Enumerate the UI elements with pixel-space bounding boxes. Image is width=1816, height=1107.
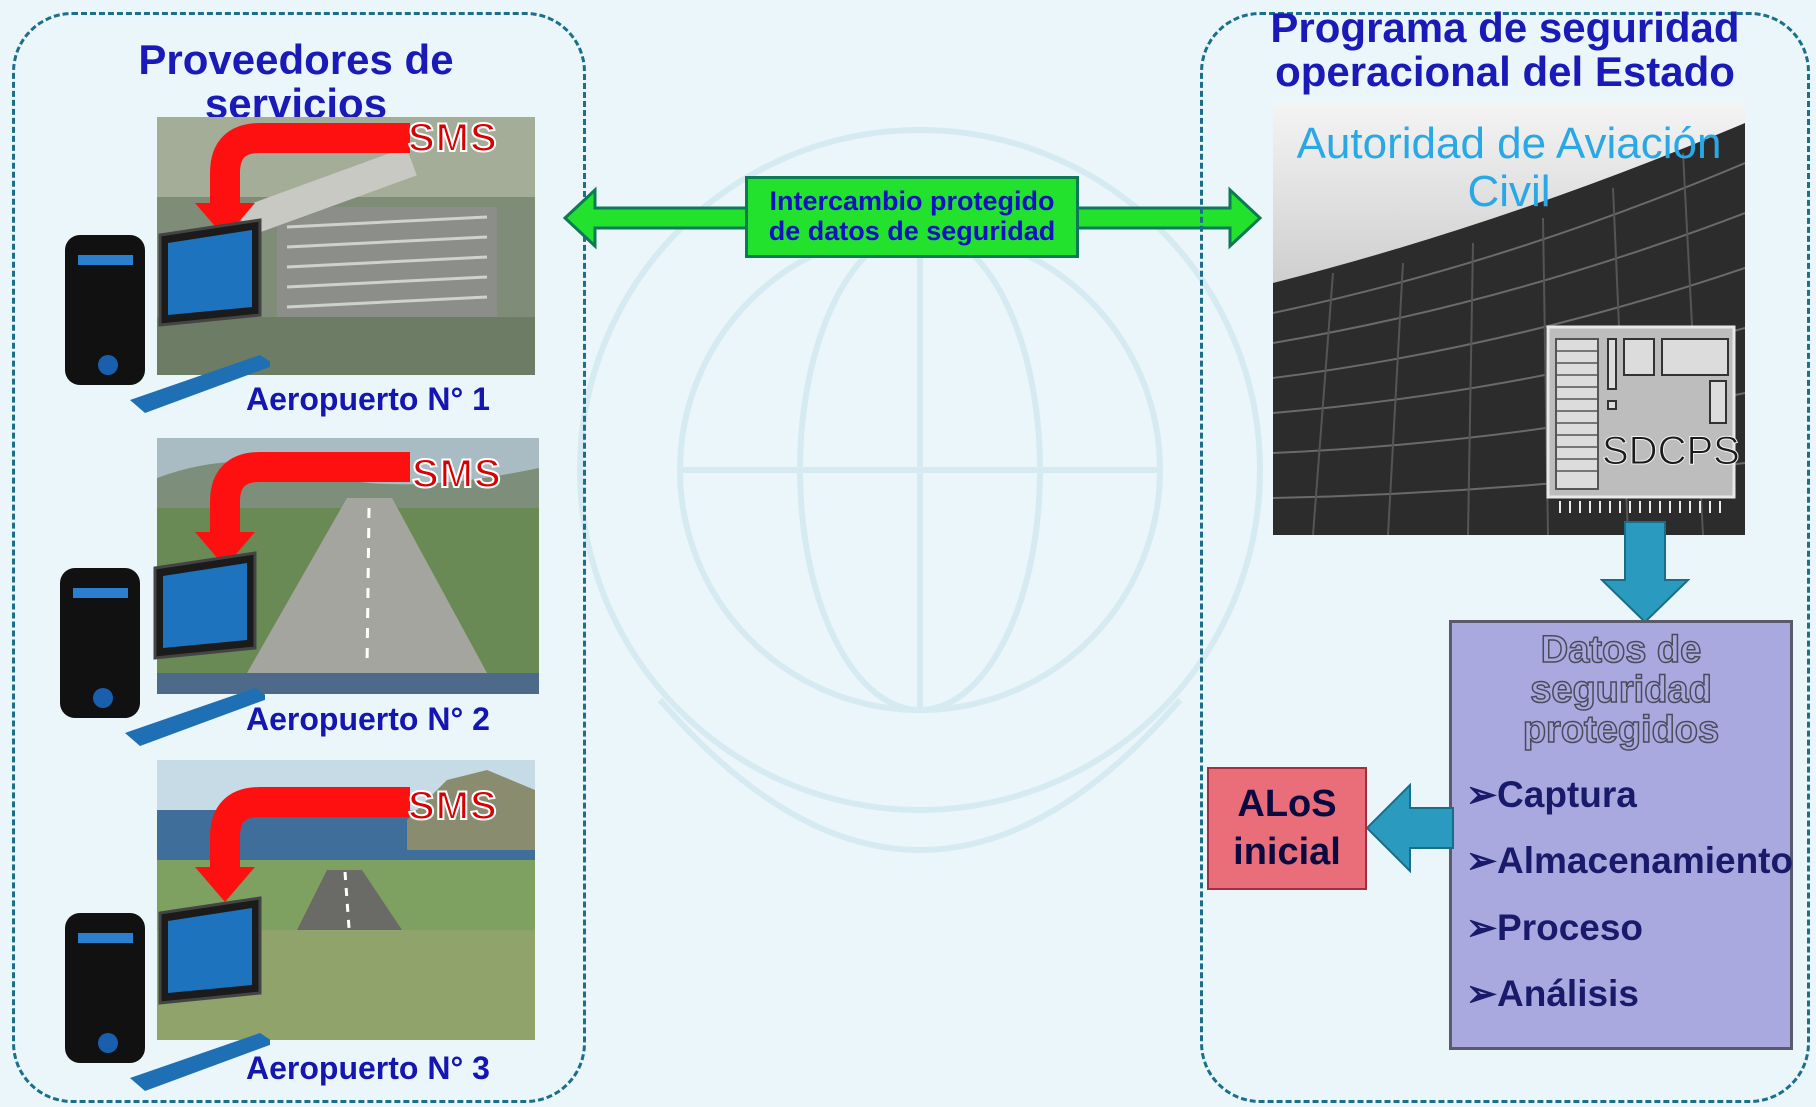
- authority-label-line-1: Autoridad de Aviación: [1296, 119, 1722, 168]
- exchange-label-line-2: de datos de seguridad: [768, 216, 1056, 246]
- state-program-region: [1200, 12, 1810, 1103]
- authority-label-line-2: Civil: [1467, 167, 1551, 217]
- state-program-title: Programa de seguridad operacional del Es…: [1255, 4, 1755, 96]
- airport-2-label: Aeropuerto N° 2: [246, 701, 490, 737]
- data-item-analysis: ➢Análisis: [1466, 973, 1639, 1014]
- authority-label: Autoridad de Aviación Civil: [1273, 119, 1745, 217]
- sms-label-1: SMS: [407, 115, 498, 161]
- exchange-label-box: Intercambio protegido de datos de seguri…: [745, 176, 1079, 258]
- service-providers-region: [12, 12, 586, 1103]
- protected-data-title-line-3: protegidos: [1522, 708, 1720, 751]
- data-item-storage-label: Almacenamiento: [1497, 840, 1794, 881]
- sdcps-chip: SDCPS: [1546, 325, 1741, 515]
- computer-icon-3: [65, 896, 270, 1091]
- protected-data-title-line-2: seguridad: [1529, 668, 1712, 711]
- alos-box: ALoS inicial: [1207, 767, 1367, 890]
- sdcps-label: SDCPS: [1602, 429, 1741, 474]
- sms-label-3: SMS: [407, 783, 498, 829]
- watermark-emblem: [577, 127, 1263, 853]
- airport-1-label: Aeropuerto N° 1: [246, 381, 490, 417]
- data-item-storage: ➢Almacenamiento: [1466, 840, 1794, 881]
- down-flow-arrow: [1600, 521, 1690, 624]
- alos-line-2: inicial: [1233, 830, 1341, 873]
- sms-arrow-2: [195, 452, 410, 567]
- sms-label-2: SMS: [411, 451, 502, 497]
- alos-line-1: ALoS: [1237, 783, 1337, 825]
- exchange-label-line-1: Intercambio protegido: [769, 186, 1055, 217]
- protected-data-panel: Datos de seguridad protegidos ➢Captura ➢…: [1449, 620, 1793, 1050]
- computer-icon-1: [65, 218, 270, 413]
- data-item-process: ➢Proceso: [1466, 907, 1644, 948]
- data-item-capture-label: Captura: [1497, 774, 1637, 815]
- computer-icon-2: [60, 551, 265, 746]
- data-item-process-label: Proceso: [1497, 907, 1644, 948]
- service-providers-title: Proveedores de servicios: [138, 36, 454, 128]
- sms-arrow-3: [195, 787, 410, 902]
- airport-3-label: Aeropuerto N° 3: [246, 1050, 490, 1086]
- data-item-analysis-label: Análisis: [1497, 973, 1639, 1014]
- sms-arrow-1: [195, 123, 410, 238]
- left-flow-arrow: [1365, 783, 1454, 873]
- data-item-capture: ➢Captura: [1466, 774, 1637, 815]
- state-program-title-line-1: Programa de seguridad: [1270, 4, 1740, 51]
- state-program-title-line-2: operacional del Estado: [1275, 48, 1735, 96]
- protected-data-title-line-1: Datos de: [1540, 629, 1702, 671]
- protected-data-title: Datos de seguridad protegidos: [1452, 629, 1790, 751]
